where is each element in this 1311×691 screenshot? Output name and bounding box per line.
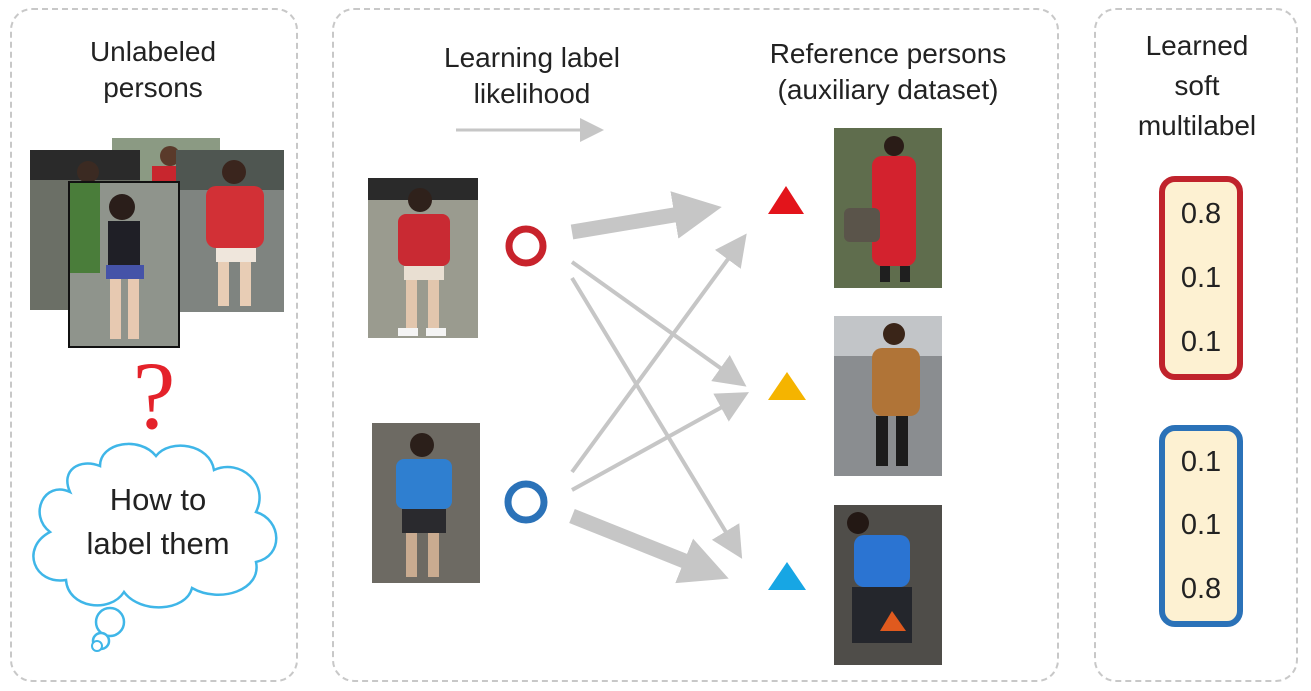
label-value: 0.1 <box>1180 446 1222 479</box>
reference-persons-title: Reference persons (auxiliary dataset) <box>769 38 1007 106</box>
blue-triangle-icon <box>768 562 806 590</box>
reference-person-photo-blue <box>834 505 942 665</box>
yellow-triangle-icon <box>768 372 806 400</box>
unlabeled-person-photo <box>176 150 284 312</box>
label-value: 0.1 <box>1180 509 1222 542</box>
how-to-label-text: How to label them <box>86 482 230 562</box>
learned-soft-multilabel-title: Learned soft multilabel <box>1137 30 1257 141</box>
reference-person-photo-red <box>834 128 942 288</box>
label-value: 0.1 <box>1180 261 1222 294</box>
unlabeled-persons-panel <box>10 8 298 682</box>
label-likelihood-panel <box>332 8 1059 682</box>
blue-circle-icon <box>504 480 548 524</box>
label-value: 0.8 <box>1180 197 1222 230</box>
label-value: 0.8 <box>1180 572 1222 605</box>
strong-likelihood-arrow <box>570 191 722 240</box>
strong-likelihood-arrow <box>569 509 729 584</box>
weak-likelihood-arrow <box>570 233 747 474</box>
learning-label-likelihood-caption: Learning label likelihood <box>444 42 620 110</box>
soft-label-box-blue: 0.1 0.1 0.8 <box>1159 425 1243 627</box>
label-value: 0.1 <box>1180 325 1222 358</box>
weak-likelihood-arrow <box>570 260 747 387</box>
query-person-photo-red <box>368 178 478 338</box>
soft-multilabel-panel <box>1094 8 1298 682</box>
soft-label-box-red: 0.8 0.1 0.1 <box>1159 176 1243 380</box>
reference-person-photo-brown <box>834 316 942 476</box>
unlabeled-persons-title: Unlabeled persons <box>89 36 217 104</box>
weak-likelihood-arrow <box>570 276 743 559</box>
red-circle-icon <box>505 225 547 267</box>
weak-likelihood-arrow <box>571 392 750 492</box>
red-triangle-icon <box>768 186 804 214</box>
question-mark: ? <box>132 342 176 449</box>
unlabeled-person-photo <box>68 181 180 348</box>
query-person-photo-blue <box>372 423 480 583</box>
